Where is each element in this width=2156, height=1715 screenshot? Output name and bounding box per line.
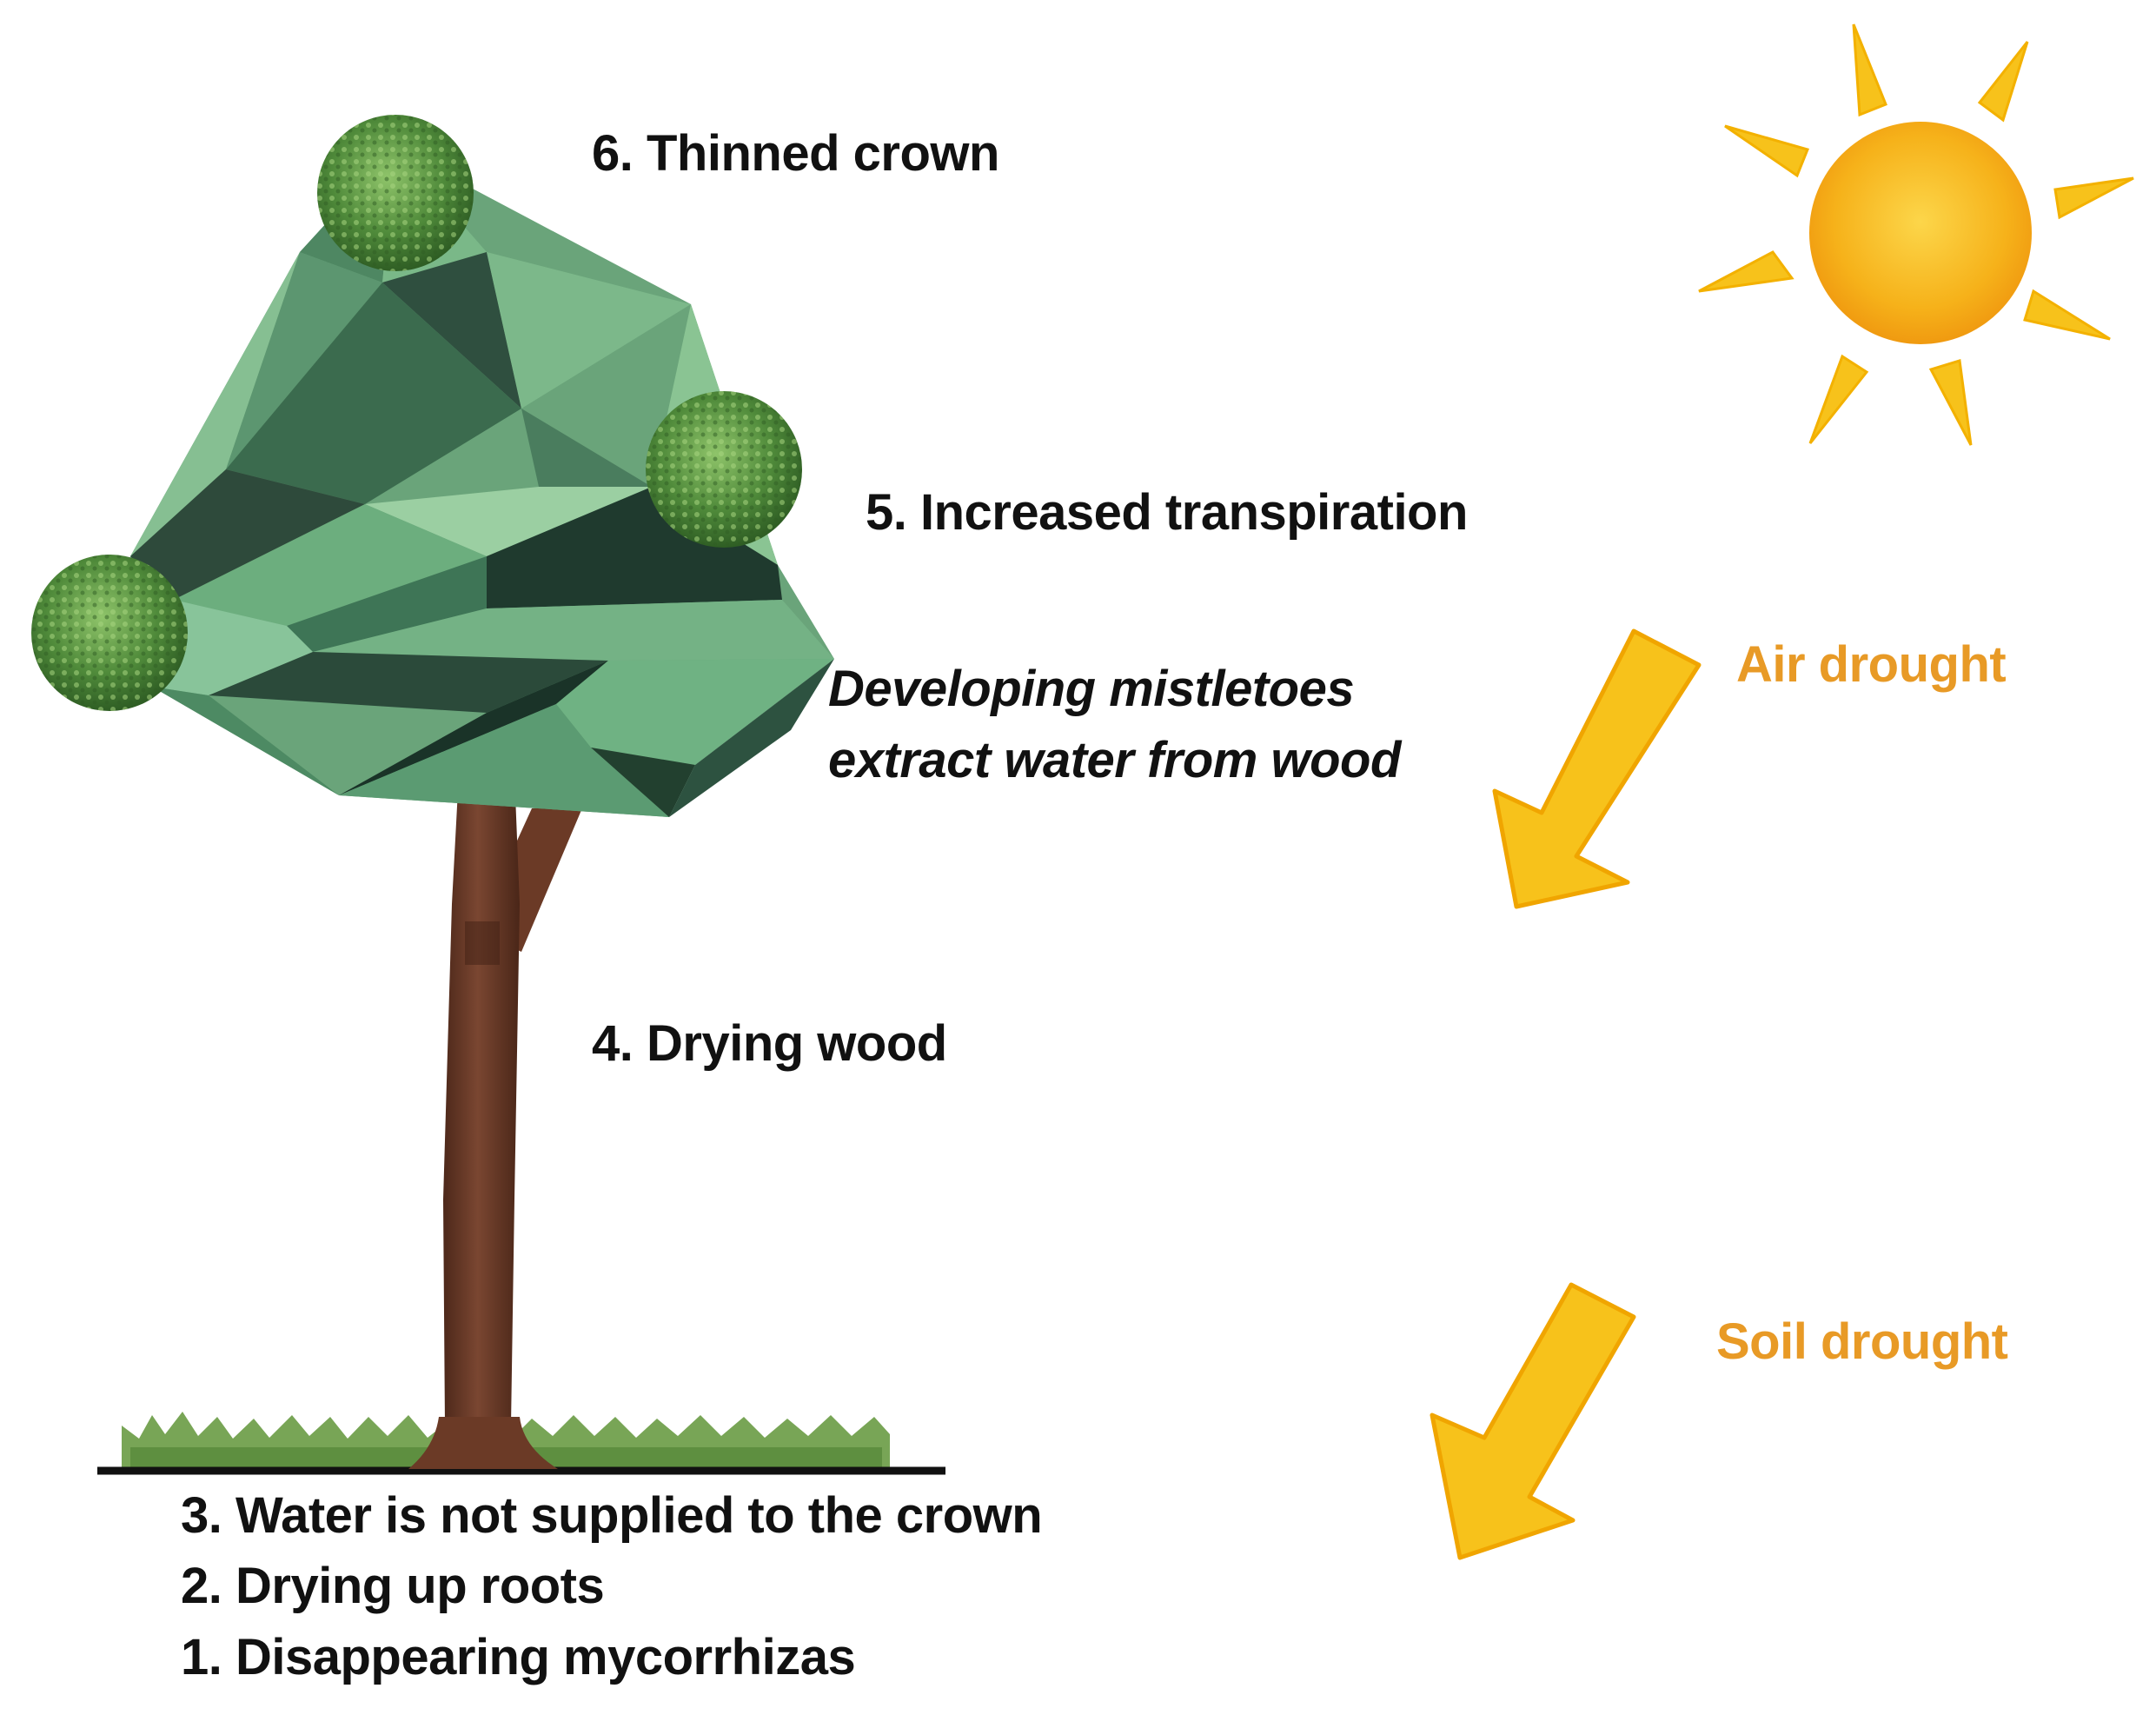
label-soil-drought: Soil drought — [1716, 1313, 2008, 1370]
label-increased-transpiration: 5. Increased transpiration — [866, 484, 1468, 541]
soil-drought-arrow — [1430, 1282, 1636, 1560]
mistletoe-clump-right — [646, 391, 802, 548]
sun-icon — [1698, 23, 2134, 446]
air-drought-arrow — [1492, 628, 1702, 909]
mistletoe-clump-left — [31, 555, 188, 711]
label-drying-wood: 4. Drying wood — [592, 1015, 947, 1072]
label-water-not-supplied: 3. Water is not supplied to the crown — [181, 1487, 1043, 1544]
label-mistletoes-line1: Developing mistletoes — [828, 661, 1355, 717]
label-drying-roots: 2. Drying up roots — [181, 1558, 605, 1614]
label-thinned-crown: 6. Thinned crown — [592, 125, 999, 182]
tree-trunk — [408, 774, 584, 1469]
label-disappearing-mycorrhizas: 1. Disappearing mycorrhizas — [181, 1629, 856, 1685]
label-mistletoes-line2: extract water from wood — [828, 732, 1401, 788]
mistletoe-clump-top — [317, 115, 474, 271]
label-air-drought: Air drought — [1736, 636, 2007, 693]
tree-crown — [130, 148, 834, 817]
